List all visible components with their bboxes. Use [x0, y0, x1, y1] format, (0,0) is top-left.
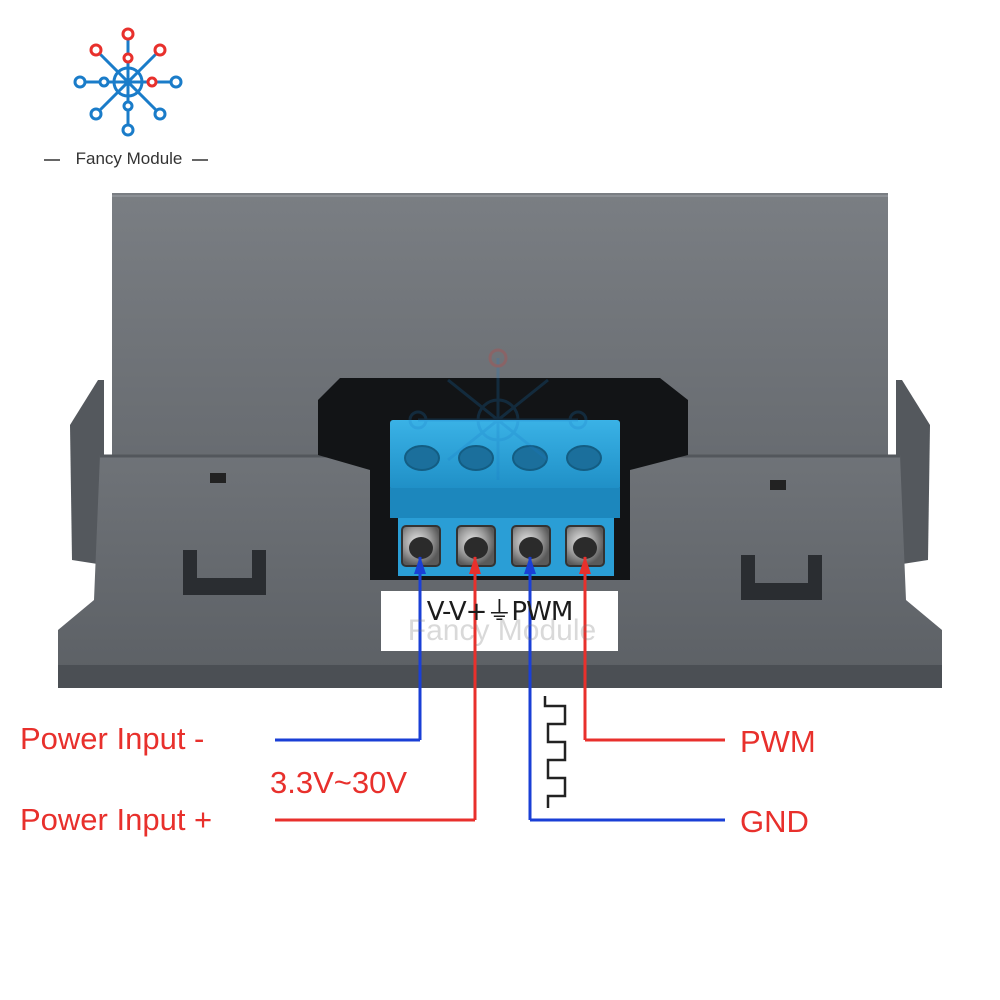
right-clip: [896, 380, 930, 565]
housing-top: [112, 193, 888, 455]
wire-pwm: [579, 556, 725, 742]
terminal-block: [390, 420, 620, 576]
brand-logo-icon: [73, 27, 183, 137]
wire-power-negative: [275, 556, 426, 742]
right-slot-small: [770, 480, 786, 490]
label-power-input-negative: Power Input -: [20, 721, 205, 756]
label-voltage-range: 3.3V~30V: [270, 765, 408, 800]
watermark-text: Fancy Module: [407, 614, 597, 647]
terminal-labels: V-V+⏚PWM: [426, 597, 574, 627]
wire-ground: [524, 556, 725, 822]
pwm-waveform-icon: [543, 696, 567, 808]
left-clip: [70, 380, 104, 565]
label-pwm: PWM: [740, 724, 816, 759]
bezel-edge: [58, 665, 942, 688]
right-mount-slot: [741, 555, 822, 600]
watermark-logo-icon: [408, 348, 588, 480]
left-slot-small: [210, 473, 226, 483]
brand-name: Fancy Module: [75, 149, 183, 168]
label-gnd: GND: [740, 804, 809, 839]
label-power-input-positive: Power Input +: [20, 802, 213, 837]
wire-power-positive: [275, 556, 481, 822]
left-mount-slot: [183, 550, 266, 595]
